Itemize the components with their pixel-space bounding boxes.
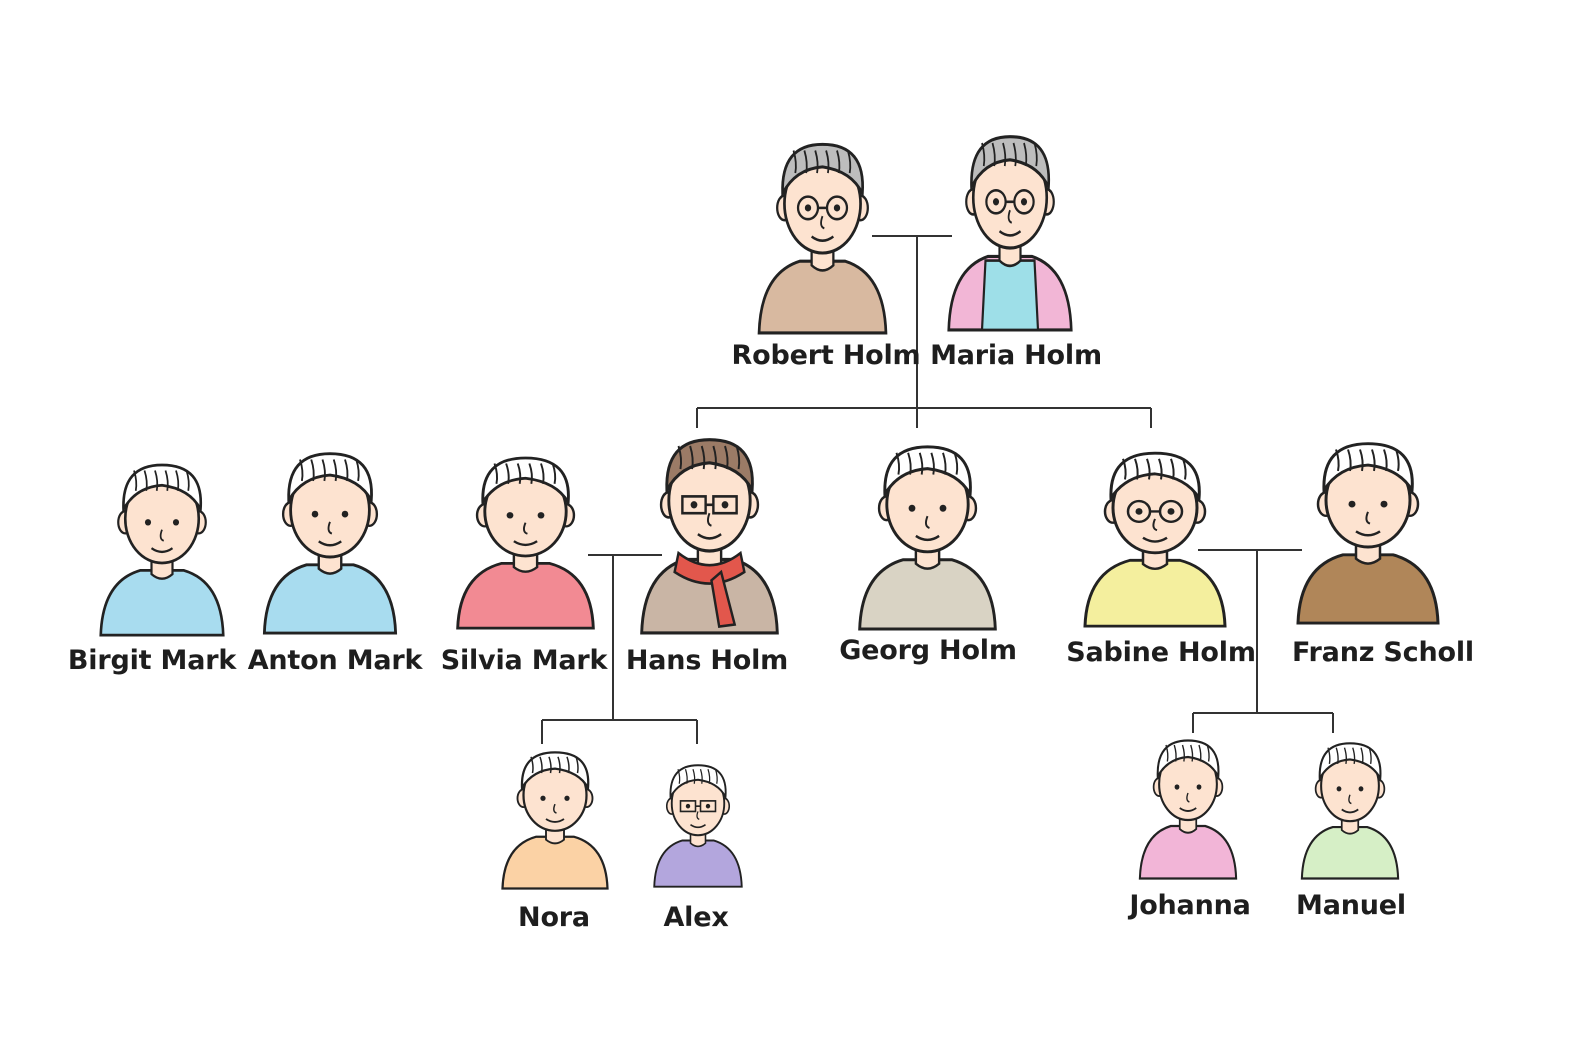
man-in-suit-avatar-icon <box>1296 442 1440 625</box>
person-name: Birgit Mark <box>67 645 237 676</box>
siblings-line-holm <box>696 407 1152 428</box>
woman-avatar-icon <box>456 456 595 630</box>
person-name: Nora <box>518 902 590 933</box>
grandfather-avatar-icon <box>757 142 888 335</box>
siblings-line-nora-alex <box>541 719 698 744</box>
man-avatar-icon <box>858 445 997 631</box>
boy-with-glasses-avatar-icon <box>653 764 743 888</box>
person-name: Manuel <box>1296 890 1406 921</box>
boy-avatar-icon <box>262 452 398 635</box>
person-name: Maria Holm <box>930 340 1102 371</box>
girl-avatar-icon <box>501 751 609 890</box>
person-name: Hans Holm <box>625 645 789 676</box>
grandmother-avatar-icon <box>947 135 1073 332</box>
person-name: Silvia Mark <box>440 645 608 676</box>
girl-avatar-icon <box>1138 739 1238 880</box>
person-name: Johanna <box>1129 890 1251 921</box>
person-name: Georg Holm <box>839 635 1017 666</box>
person-name: Sabine Holm <box>1066 637 1256 668</box>
person-name: Franz Scholl <box>1292 637 1474 668</box>
siblings-line-johanna-manuel <box>1192 712 1334 733</box>
boy-avatar-icon <box>1300 742 1400 880</box>
man-with-cap-avatar-icon <box>640 438 779 635</box>
person-name: Anton Mark <box>247 645 423 676</box>
girl-avatar-icon <box>99 463 225 637</box>
woman-with-glasses-avatar-icon <box>1083 451 1227 628</box>
person-name: Alex <box>663 902 729 933</box>
person-name: Robert Holm <box>731 340 921 371</box>
